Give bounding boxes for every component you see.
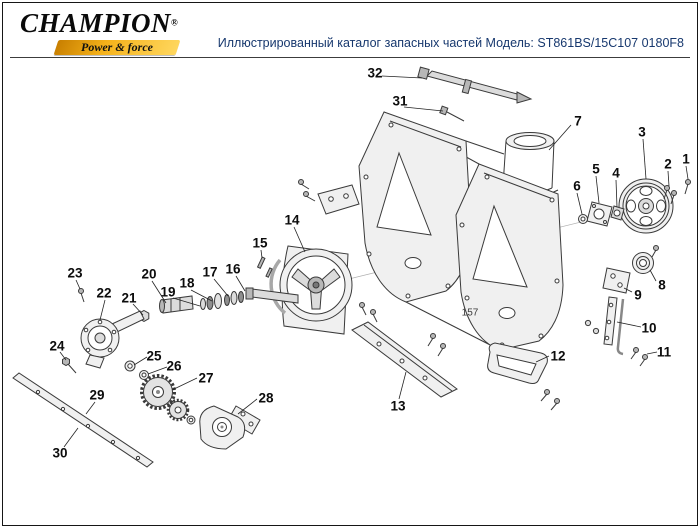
callout-28: 28 xyxy=(258,390,274,406)
brand-row: CHAMPION® xyxy=(20,10,190,37)
callout-20: 20 xyxy=(141,266,157,282)
callout-22: 22 xyxy=(96,285,112,301)
callout-21: 21 xyxy=(121,290,137,306)
part-24-bolt xyxy=(62,356,77,374)
part-1-bolt xyxy=(684,179,691,195)
part-belt-guide-bracket xyxy=(298,179,360,215)
part-20-shaft-coupler xyxy=(159,295,194,314)
part-16-to-19-washers xyxy=(200,291,244,310)
part-3-drive-pulley xyxy=(618,178,674,234)
part-6-washer xyxy=(578,214,588,224)
callout-9: 9 xyxy=(634,287,642,303)
callout-19: 19 xyxy=(160,284,176,300)
callout-11: 11 xyxy=(656,344,672,360)
callout-30: 30 xyxy=(52,445,68,461)
callout-3: 3 xyxy=(638,124,646,140)
callout-14: 14 xyxy=(284,212,300,228)
registered-mark-icon: ® xyxy=(171,17,178,28)
part-22-auger-gearbox xyxy=(80,310,145,369)
callout-32: 32 xyxy=(367,65,383,81)
callout-26: 26 xyxy=(166,358,182,374)
callout-15: 15 xyxy=(252,235,268,251)
part-13-scraper-bar xyxy=(351,302,458,398)
part-28-bearing-assembly xyxy=(199,405,261,450)
callout-8: 8 xyxy=(658,277,666,293)
part-14-impeller xyxy=(269,245,353,335)
part-11-bolts xyxy=(630,347,648,367)
callout-13: 13 xyxy=(390,398,406,414)
part-impeller-shaft xyxy=(245,287,299,304)
callout-5: 5 xyxy=(592,161,600,177)
brand-name: CHAMPION xyxy=(20,8,172,38)
part-23-screw xyxy=(78,288,85,303)
header-divider xyxy=(10,57,690,58)
part-9-bracket-plate xyxy=(602,267,631,294)
leader-lines xyxy=(59,75,689,448)
part-31-shear-bolt xyxy=(439,105,465,122)
callout-12: 12 xyxy=(550,348,566,364)
part-4-flange xyxy=(610,205,625,221)
part-32-axle-rod xyxy=(417,66,533,104)
document-title: Иллюстрированный каталог запасных частей… xyxy=(217,36,684,50)
callout-10: 10 xyxy=(641,320,657,336)
callout-24: 24 xyxy=(49,338,65,354)
part-27-drive-gears xyxy=(140,374,196,425)
housing-marking: 157 xyxy=(461,307,479,319)
part-2-bolts xyxy=(663,185,677,205)
callout-7: 7 xyxy=(574,113,582,129)
callout-25: 25 xyxy=(146,348,162,364)
callout-4: 4 xyxy=(612,165,620,181)
part-25-26-washers xyxy=(124,360,149,380)
champion-logo: CHAMPION® Power & force xyxy=(20,10,190,55)
part-housing-mount-screws xyxy=(427,333,446,357)
part-30-auger-shaft xyxy=(12,372,154,468)
callout-17: 17 xyxy=(202,264,218,280)
callout-27: 27 xyxy=(198,370,214,386)
callout-23: 23 xyxy=(67,265,83,281)
callout-31: 31 xyxy=(392,93,408,109)
part-5-bearing-flange xyxy=(586,201,613,227)
callout-16: 16 xyxy=(225,261,241,277)
part-10-support-strip xyxy=(584,296,625,356)
callout-2: 2 xyxy=(664,156,672,172)
part-8-idler-pulley xyxy=(632,245,659,274)
callout-18: 18 xyxy=(179,275,195,291)
part-housing-right-plate xyxy=(455,163,564,351)
callout-29: 29 xyxy=(89,387,105,403)
callout-1: 1 xyxy=(682,151,690,167)
part-12-skid-shoe xyxy=(487,342,560,411)
part-15-roll-pins xyxy=(256,256,273,278)
part-housing-left-plate xyxy=(358,111,505,351)
callout-6: 6 xyxy=(573,178,581,194)
